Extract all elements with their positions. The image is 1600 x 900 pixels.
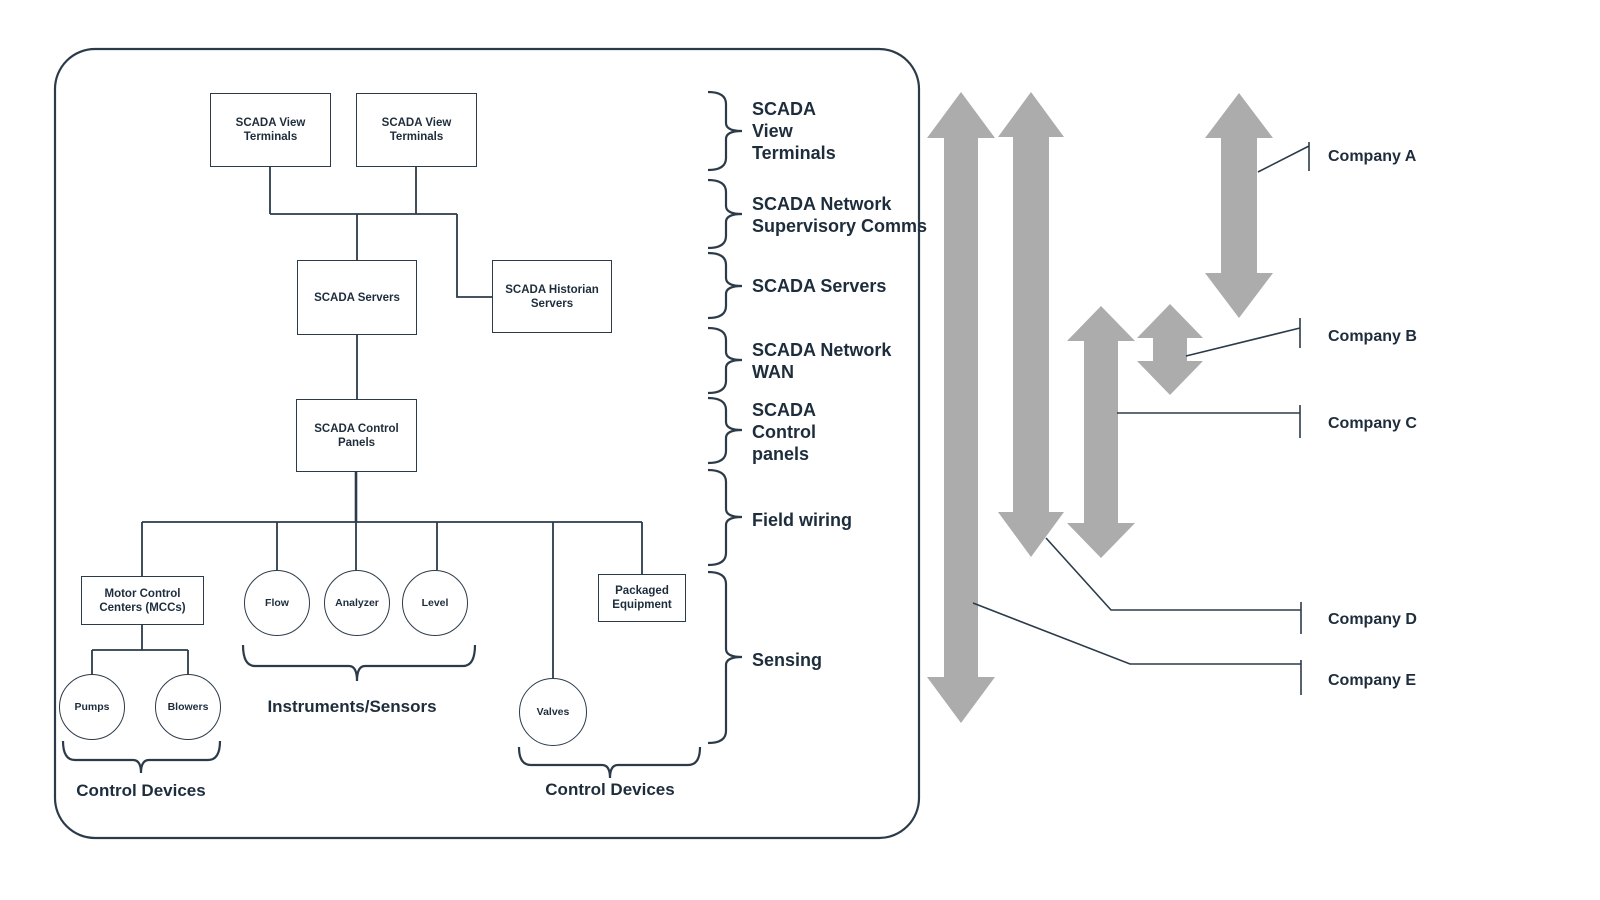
- company-callouts: [972, 142, 1310, 695]
- layer-label-scada-servers: SCADA Servers: [752, 276, 887, 296]
- callout-company-e: [972, 602, 1302, 695]
- box-scada-control-panels: SCADA Control Panels: [296, 399, 417, 472]
- circle-level: Level: [402, 570, 468, 636]
- label-company-b: Company B: [1328, 328, 1417, 345]
- box-scada-view-terminals-2: SCADA View Terminals: [356, 93, 477, 167]
- layer-label-sensing: Sensing: [752, 650, 823, 670]
- system-boundary-frame: [53, 47, 921, 840]
- layer-label-field-wiring: Field wiring: [752, 510, 853, 530]
- label-company-e: Company E: [1328, 672, 1417, 689]
- box-scada-view-terminals-1: SCADA View Terminals: [210, 93, 331, 167]
- label-company-a: Company A: [1328, 148, 1417, 165]
- brace-control-devices-left: [61, 740, 222, 774]
- layer-label-scada-control-panels: SCADA Control panels: [752, 400, 817, 464]
- brace-view-terminals: [707, 90, 743, 172]
- layer-label-supervisory-comms: SCADA Network Supervisory Comms: [752, 194, 928, 236]
- arrow-wan-to-field: [1067, 306, 1135, 558]
- brace-field-wiring: [707, 468, 743, 567]
- brace-instruments: [241, 644, 477, 682]
- box-motor-control-centers: Motor Control Centers (MCCs): [81, 576, 204, 625]
- label-company-d: Company D: [1328, 611, 1417, 628]
- group-braces: [61, 644, 702, 779]
- company-arrows: [927, 92, 1273, 723]
- circle-valves: Valves: [519, 678, 587, 746]
- callout-company-c: [1117, 405, 1301, 438]
- brace-wan: [707, 326, 743, 395]
- layer-braces: [707, 90, 743, 745]
- label-control-devices-right: Control Devices: [545, 780, 675, 799]
- connector-lines: [91, 167, 643, 678]
- arrow-top-to-field: [998, 92, 1064, 557]
- brace-sensing: [707, 570, 743, 745]
- brace-supervisory-comms: [707, 178, 743, 250]
- label-control-devices-left: Control Devices: [76, 781, 206, 800]
- circle-pumps: Pumps: [59, 674, 125, 740]
- box-packaged-equipment: Packaged Equipment: [598, 574, 686, 622]
- circle-analyzer: Analyzer: [324, 570, 390, 636]
- label-company-c: Company C: [1328, 415, 1417, 432]
- callout-company-a: [1257, 142, 1310, 173]
- label-instruments-sensors: Instruments/Sensors: [267, 697, 437, 716]
- layer-label-scada-network-wan: SCADA Network WAN: [752, 340, 892, 382]
- brace-control-panels: [707, 396, 743, 465]
- arrow-wan-short: [1137, 304, 1203, 395]
- arrow-full-stack: [927, 92, 995, 723]
- callout-company-d: [1045, 537, 1302, 634]
- circle-blowers: Blowers: [155, 674, 221, 740]
- brace-servers: [707, 251, 743, 320]
- brace-control-devices-right: [517, 746, 702, 779]
- box-scada-historian-servers: SCADA Historian Servers: [492, 260, 612, 333]
- box-scada-servers: SCADA Servers: [297, 260, 417, 335]
- callout-company-b: [1185, 318, 1301, 357]
- layer-label-view-terminals: SCADA View Terminals: [752, 99, 836, 163]
- arrow-top-to-servers: [1205, 93, 1273, 318]
- circle-flow: Flow: [244, 570, 310, 636]
